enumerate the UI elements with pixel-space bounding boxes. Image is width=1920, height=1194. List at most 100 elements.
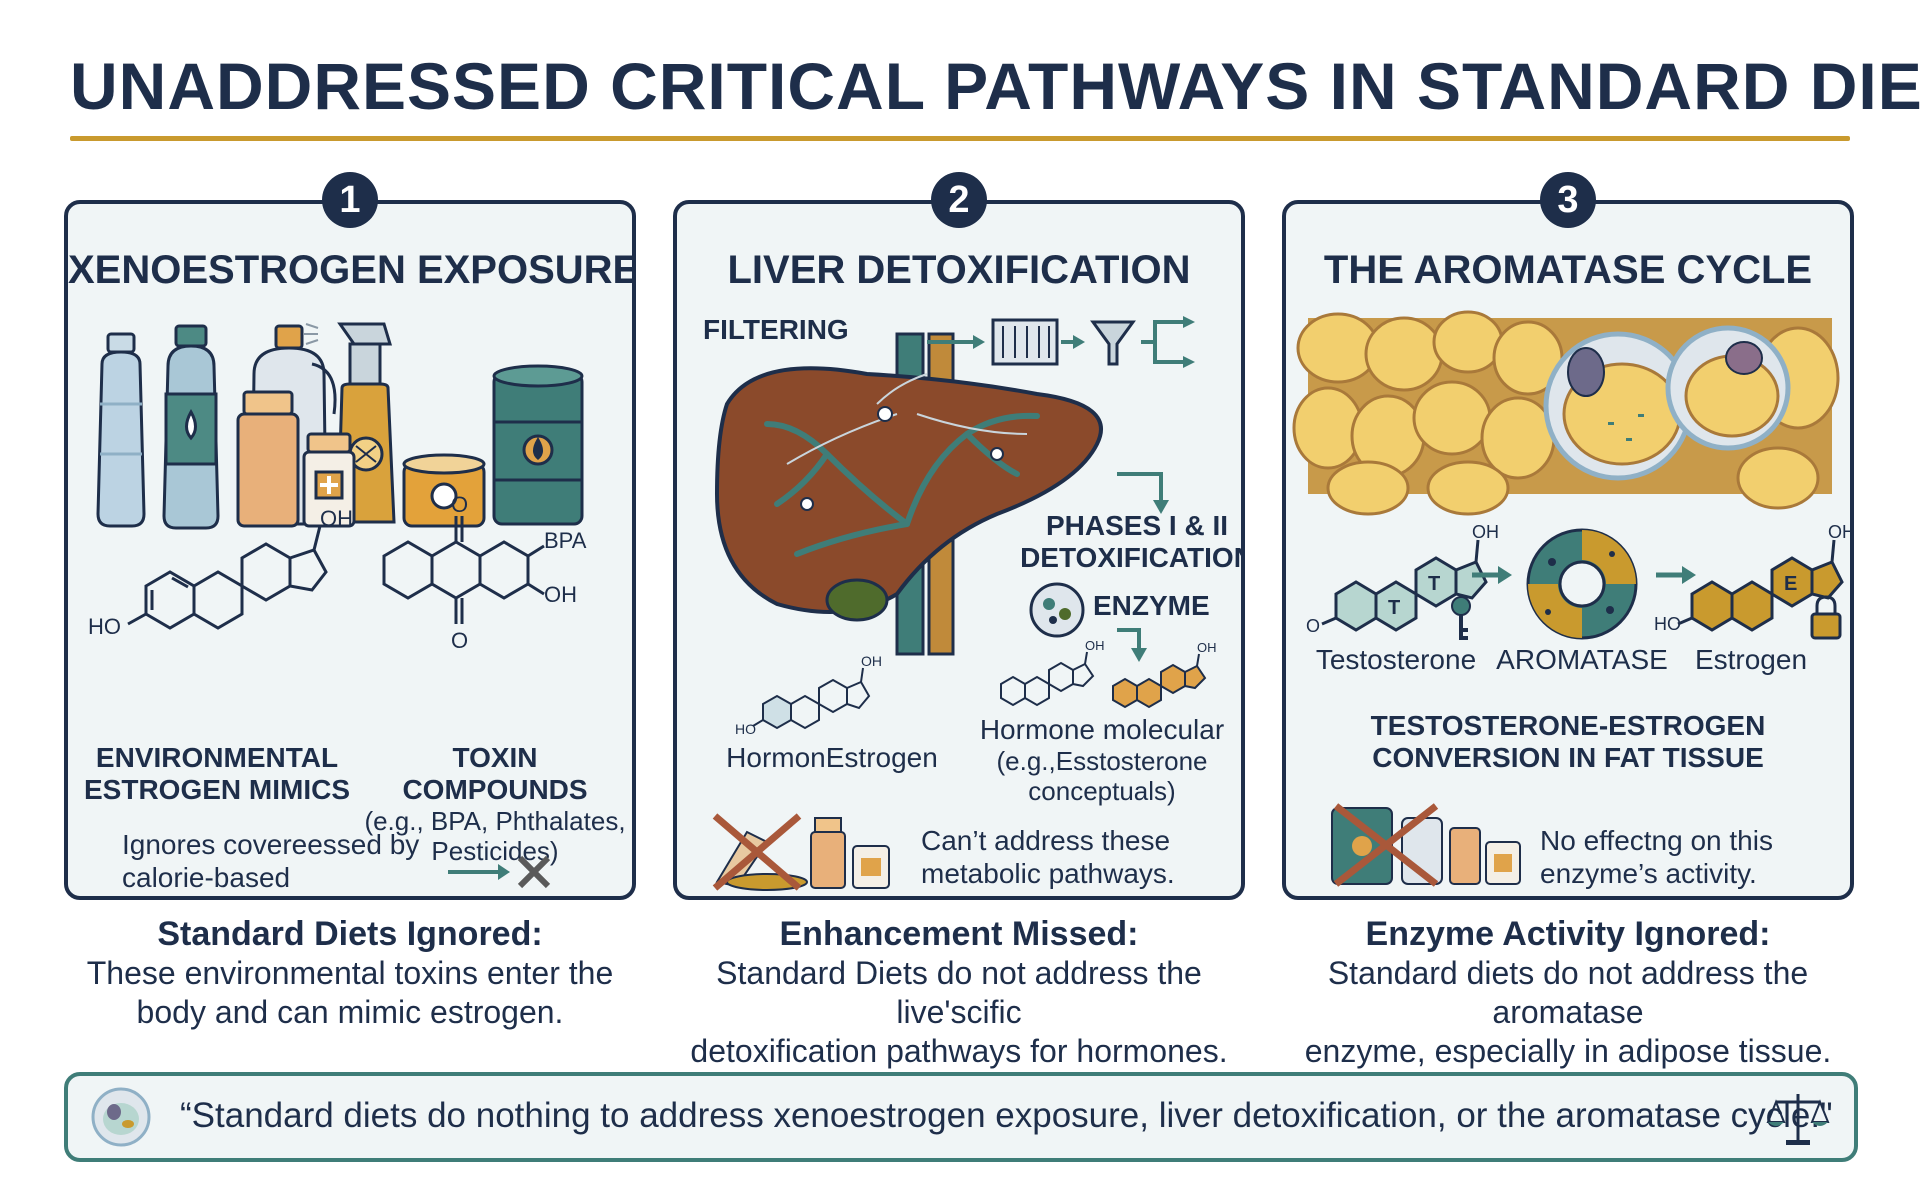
- caption-xenoestrogen: Standard Diets Ignored: These environmen…: [50, 914, 650, 1032]
- panel-note: No effectng on this enzyme’s activity.: [1540, 824, 1840, 890]
- caption-line: detoxification pathways for hormones.: [690, 1033, 1228, 1069]
- quote-banner: “Standard diets do nothing to address xe…: [64, 1072, 1858, 1162]
- lock-icon: [1810, 595, 1842, 640]
- phases-line: PHASES I & II: [1045, 510, 1229, 541]
- hormone-molecule-left: OH HO: [735, 653, 882, 737]
- household-products-illustration: [96, 322, 584, 530]
- estrogen-label: Estrogen: [1694, 644, 1808, 675]
- note-line: No effectng on this: [1540, 825, 1773, 856]
- caption-line: Standard Diets do not address the live's…: [716, 955, 1202, 1030]
- molecule-label-oh: OH: [544, 582, 577, 607]
- molecule-label-o: O: [1306, 616, 1320, 636]
- caption-line: These environmental toxins enter the: [86, 955, 614, 991]
- balance-scale-icon: [1766, 1094, 1830, 1145]
- page-title: UNADDRESSED CRITICAL PATHWAYS IN STANDAR…: [70, 49, 1920, 123]
- cell-icon: [91, 1087, 151, 1147]
- crossed-out-products-icon: [1331, 803, 1521, 887]
- aromatase-label: AROMATASE: [1496, 644, 1668, 675]
- caption-heading: Enzyme Activity Ignored:: [1365, 915, 1771, 953]
- step-badge-1: 1: [322, 172, 378, 228]
- note-line: Ignores covereessed by: [122, 829, 420, 860]
- filter-flow-icons: [927, 316, 1195, 368]
- pill-bottle-icon: [236, 390, 356, 528]
- label-line: (e.g., BPA, Phthalates,: [364, 806, 626, 836]
- panel-aromatase: THE AROMATASE CYCLE OH O T T: [1282, 200, 1854, 900]
- hormone-molecular-label: Hormone molecular (e.g.,Esstosterone con…: [967, 714, 1237, 806]
- caption-aromatase: Enzyme Activity Ignored: Standard diets …: [1268, 914, 1868, 1071]
- arrow-x-icon: [448, 855, 551, 889]
- conversion-line: CONVERSION IN FAT TISSUE: [1372, 742, 1764, 773]
- molecule-label-ho: HO: [735, 721, 756, 737]
- toxin-compounds-label: TOXIN COMPOUNDS (e.g., BPA, Phthalates, …: [360, 742, 630, 866]
- panel-xenoestrogen: XENOESTROGEN EXPOSURE: [64, 200, 636, 900]
- label-line: ESTROGEN MIMICS: [83, 774, 350, 805]
- caption-line: enzyme, especially in adipose tissue.: [1304, 1033, 1832, 1069]
- crossed-out-food-icon: [712, 813, 890, 891]
- panel-title: LIVER DETOXIFICATION: [727, 248, 1191, 292]
- molecule-label-oh: OH: [1472, 522, 1499, 542]
- caption-heading: Standard Diets Ignored:: [157, 915, 543, 953]
- panel-note: Ignores covereessed by calorie-based app…: [92, 828, 422, 896]
- testosterone-molecule: OH O T T: [1306, 522, 1499, 636]
- caption-line: Standard diets do not address the aromat…: [1327, 955, 1809, 1030]
- phases-line: DETOXIFICATION: [1020, 542, 1245, 573]
- molecule-label-bpa: BPA: [544, 528, 587, 553]
- testosterone-label: Testosterone: [1315, 644, 1477, 675]
- molecule-label-oh: OH: [1085, 638, 1105, 653]
- enzyme-label: ENZYME: [1093, 590, 1210, 621]
- food-can-icon: [402, 453, 486, 528]
- label-line: (e.g.,Esstosterone: [996, 746, 1208, 776]
- label-line: TOXIN COMPOUNDS: [402, 742, 588, 805]
- conversion-line: TESTOSTERONE-ESTROGEN: [1370, 710, 1766, 741]
- label-line: conceptuals): [1028, 776, 1176, 806]
- molecule-label-oh: OH: [1828, 522, 1854, 542]
- label-line: Pesticides): [431, 836, 559, 866]
- panel-note: Can’t address these metabolic pathways.: [921, 824, 1241, 890]
- molecule-label-o-top: O: [451, 492, 468, 517]
- water-bottle-icon: [96, 332, 146, 528]
- oil-barrel-icon: [492, 364, 584, 526]
- molecule-label-o-bottom: O: [451, 628, 468, 653]
- note-line: metabolic pathways.: [921, 858, 1175, 889]
- estradiol-molecule-diagram: OH HO: [88, 506, 353, 639]
- filtering-label: FILTERING: [703, 314, 849, 345]
- estrogen-molecule: OH HO E: [1654, 522, 1854, 634]
- caption-heading: Enhancement Missed:: [779, 915, 1139, 953]
- step-badge-3: 3: [1540, 172, 1596, 228]
- label-line: ENVIRONMENTAL: [95, 742, 339, 773]
- aromatase-enzyme-icon: [1526, 528, 1638, 640]
- ring-letter: T: [1428, 573, 1440, 595]
- note-line: enzyme’s activity.: [1540, 858, 1757, 889]
- conversion-arrows: [1472, 566, 1696, 584]
- plastic-bottle-icon: [162, 324, 220, 530]
- caption-line: body and can mimic estrogen.: [136, 994, 564, 1030]
- step-badge-2: 2: [931, 172, 987, 228]
- hormone-estrogen-label: HormonEstrogen: [726, 742, 938, 773]
- environmental-estrogen-label: ENVIRONMENTAL ESTROGEN MIMICS: [82, 742, 352, 806]
- key-icon: [1451, 596, 1471, 640]
- note-line: calorie-based approaches.: [122, 862, 291, 896]
- enzyme-icon: [1029, 582, 1085, 638]
- molecule-label-oh: OH: [861, 653, 882, 669]
- enzyme-arrow-icon: [1117, 628, 1147, 662]
- molecule-label-oh: OH: [320, 506, 353, 531]
- molecule-label-ho: HO: [88, 614, 121, 639]
- fat-tissue-illustration: [1292, 310, 1840, 516]
- caption-liver: Enhancement Missed: Standard Diets do no…: [659, 914, 1259, 1071]
- phases-label: PHASES I & II DETOXIFICATION: [1017, 510, 1245, 574]
- flow-arrow-icon: [1117, 472, 1169, 514]
- molecule-label-oh: OH: [1197, 640, 1217, 655]
- bpa-molecule-diagram: O O BPA OH: [382, 492, 587, 653]
- label-line: Hormone molecular: [979, 714, 1225, 745]
- panel-title: XENOESTROGEN EXPOSURE: [68, 248, 636, 292]
- liver-illustration: [714, 332, 1103, 656]
- hormone-molecule-right: OH OH: [1000, 638, 1217, 709]
- quote-text: “Standard diets do nothing to address xe…: [180, 1096, 1833, 1135]
- ring-letter: T: [1388, 597, 1400, 619]
- panel-liver-detox: LIVER DETOXIFICATION FILTERING: [673, 200, 1245, 900]
- molecule-label-ho: HO: [1654, 614, 1681, 634]
- title-underline: [70, 136, 1850, 141]
- note-line: Can’t address these: [921, 825, 1171, 856]
- conversion-label: TESTOSTERONE-ESTROGEN CONVERSION IN FAT …: [1306, 710, 1830, 774]
- panel-title: THE AROMATASE CYCLE: [1323, 248, 1813, 292]
